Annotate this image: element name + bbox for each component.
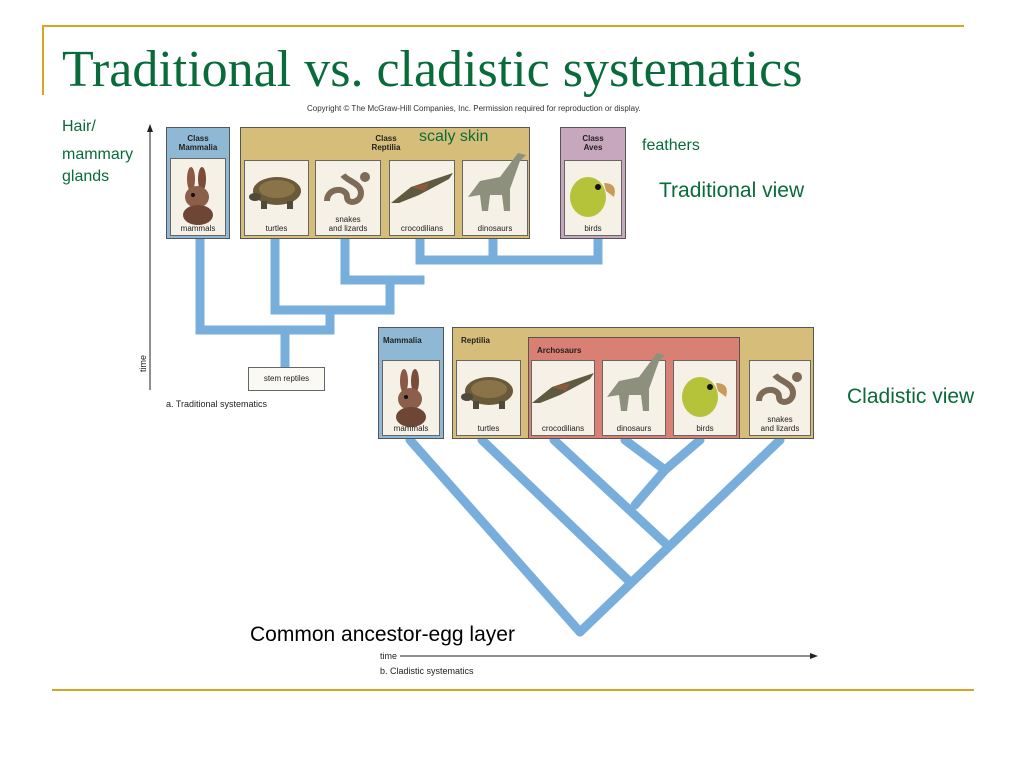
label-snakes-traditional: snakes (335, 215, 361, 224)
label-lizards-cladistic: and lizards (760, 424, 800, 433)
copyright-notice: Copyright © The McGraw-Hill Companies, I… (307, 104, 641, 113)
rabbit-icon (396, 369, 426, 427)
crocodile-icon (391, 173, 453, 203)
archosaurs-label: Archosaurs (537, 346, 582, 355)
class-aves-label-2: Aves (583, 143, 603, 152)
reptilia-label: Reptilia (461, 336, 490, 345)
cell-snakes-traditional: snakes and lizards (315, 160, 381, 236)
reptilia-box: Reptilia turtles Archosaurs crocodilians… (452, 327, 814, 439)
caption-cladistic: b. Cladistic systematics (380, 666, 474, 676)
annotation-scaly-skin: scaly skin (419, 128, 489, 145)
class-mammalia-label-2: Mammalia (178, 143, 218, 152)
label-turtles-cladistic: turtles (477, 424, 500, 433)
rabbit-icon (183, 167, 213, 225)
label-mammals-traditional: mammals (180, 224, 216, 233)
bird-icon (682, 377, 727, 417)
turtle-icon (460, 377, 513, 409)
annotation-traditional-view: Traditional view (659, 179, 805, 202)
annotation-hair-line3: glands (62, 168, 110, 185)
label-turtles-traditional: turtles (265, 224, 288, 233)
label-crocodilians-cladistic: crocodilians (541, 424, 585, 433)
annotation-common-ancestor: Common ancestor-egg layer (250, 623, 515, 646)
cell-birds-cladistic: birds (673, 360, 737, 436)
accent-top-line (42, 25, 964, 27)
stem-reptiles-box: stem reptiles (248, 367, 325, 391)
cell-dinosaurs-cladistic: dinosaurs (602, 353, 666, 436)
bird-icon (570, 177, 615, 217)
class-reptilia-label-2: Reptilia (371, 143, 401, 152)
archosaurs-box: Archosaurs crocodilians dinosaurs birds (528, 337, 740, 439)
label-lizards-traditional: and lizards (328, 224, 368, 233)
crocodile-icon (532, 373, 594, 403)
dinosaur-icon (468, 153, 526, 211)
dinosaur-icon (607, 353, 665, 411)
label-crocodilians-traditional: crocodilians (400, 224, 444, 233)
label-dinosaurs-traditional: dinosaurs (477, 224, 513, 233)
label-birds-traditional: birds (584, 224, 602, 233)
cell-crocodilians-cladistic: crocodilians (531, 360, 595, 436)
class-aves-box: Class Aves birds (560, 127, 626, 239)
accent-bottom-line (52, 689, 974, 691)
time-axis-vertical (147, 124, 153, 390)
snake-icon (756, 372, 802, 405)
label-mammals-cladistic: mammals (393, 424, 429, 433)
cell-snakes-cladistic: snakes and lizards (749, 360, 811, 436)
label-birds-cladistic: birds (696, 424, 714, 433)
mammalia-label: Mammalia (383, 336, 422, 345)
cell-turtles-cladistic: turtles (456, 360, 521, 436)
annotation-feathers: feathers (642, 137, 700, 154)
accent-vertical-line (42, 25, 44, 95)
slide-title: Traditional vs. cladistic systematics (62, 41, 803, 98)
time-axis-horizontal (400, 653, 818, 659)
cell-dinosaurs-traditional: dinosaurs (462, 153, 528, 236)
turtle-icon (248, 177, 301, 209)
label-dinosaurs-cladistic: dinosaurs (616, 424, 652, 433)
annotation-hair-line2: mammary (62, 146, 134, 163)
snake-icon (324, 172, 370, 205)
cell-mammals-traditional: mammals (170, 158, 226, 236)
cell-crocodilians-traditional: crocodilians (389, 160, 455, 236)
caption-traditional: a. Traditional systematics (166, 399, 268, 409)
cell-turtles-traditional: turtles (244, 160, 309, 236)
cell-birds-traditional: birds (564, 160, 622, 236)
class-reptilia-label-1: Class (375, 134, 397, 143)
time-axis-label-cladistic: time (380, 651, 398, 661)
class-mammalia-box: Class Mammalia mammals (166, 127, 230, 239)
annotation-cladistic-view: Cladistic view (847, 385, 975, 408)
mammalia-box: Mammalia mammals (378, 327, 444, 439)
annotation-hair-line1: Hair/ (62, 118, 96, 135)
class-aves-label-1: Class (582, 134, 604, 143)
class-reptilia-box: Class Reptilia turtles snakes and lizard… (240, 127, 530, 239)
label-snakes-cladistic: snakes (767, 415, 793, 424)
class-mammalia-label-1: Class (187, 134, 209, 143)
cell-mammals-cladistic: mammals (382, 360, 440, 436)
